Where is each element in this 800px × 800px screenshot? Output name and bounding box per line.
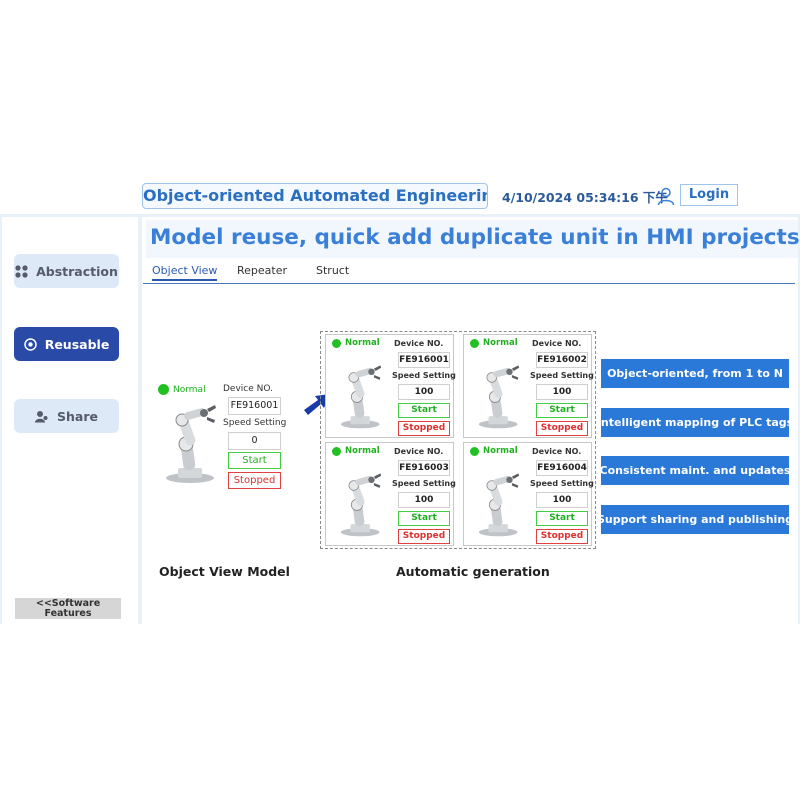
device-no-field[interactable]: FE916001: [228, 397, 281, 415]
start-button[interactable]: Start: [398, 511, 450, 526]
status-indicator: Normal: [470, 338, 518, 348]
user-icon[interactable]: [656, 186, 676, 206]
stopped-button[interactable]: Stopped: [398, 421, 450, 436]
software-features-button[interactable]: <<Software Features: [15, 598, 121, 619]
speed-setting-label: Speed Setting: [223, 418, 287, 428]
sidebar-item-label: Abstraction: [36, 263, 118, 279]
sidebar-item-abstraction[interactable]: Abstraction: [14, 254, 119, 288]
caption-model: Object View Model: [159, 564, 290, 579]
datetime-display: 4/10/2024 05:34:16 下午: [502, 190, 668, 205]
sidebar-item-reusable[interactable]: Reusable: [14, 327, 119, 361]
robot-arm-icon: [340, 365, 382, 429]
feature-maint-updates: Consistent maint. and updates: [600, 456, 790, 485]
stopped-button[interactable]: Stopped: [398, 529, 450, 544]
sidebar-item-share[interactable]: Share: [14, 399, 119, 433]
status-text: Normal: [483, 446, 518, 456]
app-title: Object-oriented Automated Engineering: [142, 183, 488, 209]
stopped-button[interactable]: Stopped: [228, 472, 281, 489]
speed-setting-label: Speed Setting: [392, 371, 456, 380]
start-button[interactable]: Start: [228, 452, 281, 469]
status-indicator: Normal: [158, 384, 206, 395]
robot-arm-icon: [340, 473, 382, 537]
status-dot-icon: [332, 338, 341, 348]
status-dot-icon: [470, 446, 479, 456]
status-dot-icon: [332, 446, 341, 456]
speed-setting-field[interactable]: 100: [398, 384, 450, 400]
tab-object-view[interactable]: Object View: [152, 264, 218, 281]
device-no-label: Device NO.: [532, 339, 582, 348]
feature-plc-mapping: Intelligent mapping of PLC tags: [597, 408, 793, 437]
caption-generated: Automatic generation: [396, 564, 550, 579]
status-indicator: Normal: [332, 446, 380, 456]
start-button[interactable]: Start: [536, 403, 588, 418]
speed-setting-label: Speed Setting: [392, 479, 456, 488]
device-no-field[interactable]: FE916002: [536, 352, 588, 368]
status-text: Normal: [173, 384, 206, 395]
status-text: Normal: [345, 338, 380, 348]
speed-setting-field[interactable]: 0: [228, 432, 281, 450]
device-no-label: Device NO.: [394, 447, 444, 456]
status-indicator: Normal: [470, 446, 518, 456]
speed-setting-label: Speed Setting: [530, 371, 594, 380]
speed-setting-field[interactable]: 100: [536, 384, 588, 400]
device-no-field[interactable]: FE916003: [398, 460, 450, 476]
status-dot-icon: [158, 384, 169, 395]
target-icon: [23, 337, 37, 351]
banner: [146, 220, 798, 258]
speed-setting-label: Speed Setting: [530, 479, 594, 488]
speed-setting-field[interactable]: 100: [536, 492, 588, 508]
arrow-right-icon: [304, 394, 330, 415]
sidebar-item-label: Reusable: [44, 336, 110, 352]
grid-icon: [15, 264, 28, 278]
login-button[interactable]: Login: [680, 184, 738, 206]
generated-units-container: [320, 331, 596, 549]
robot-arm-icon: [478, 365, 520, 429]
device-no-label: Device NO.: [532, 447, 582, 456]
device-no-label: Device NO.: [223, 384, 273, 394]
feature-sharing: Support sharing and publishing: [597, 505, 793, 534]
sidebar-item-label: Share: [57, 408, 98, 424]
feature-object-oriented: Object-oriented, from 1 to N: [601, 359, 789, 388]
status-indicator: Normal: [332, 338, 380, 348]
status-text: Normal: [483, 338, 518, 348]
tab-struct[interactable]: Struct: [316, 264, 350, 277]
page-headline: Model reuse, quick add duplicate unit in…: [150, 225, 800, 250]
status-text: Normal: [345, 446, 380, 456]
start-button[interactable]: Start: [536, 511, 588, 526]
tab-repeater[interactable]: Repeater: [237, 264, 288, 277]
robot-arm-icon: [478, 473, 520, 537]
start-button[interactable]: Start: [398, 403, 450, 418]
users-icon: [35, 410, 48, 422]
stopped-button[interactable]: Stopped: [536, 529, 588, 544]
device-no-label: Device NO.: [394, 339, 444, 348]
robot-arm-icon: [166, 405, 216, 483]
status-dot-icon: [470, 338, 479, 348]
speed-setting-field[interactable]: 100: [398, 492, 450, 508]
stopped-button[interactable]: Stopped: [536, 421, 588, 436]
device-no-field[interactable]: FE916004: [536, 460, 588, 476]
tab-divider: [143, 283, 795, 284]
device-no-field[interactable]: FE916001: [398, 352, 450, 368]
